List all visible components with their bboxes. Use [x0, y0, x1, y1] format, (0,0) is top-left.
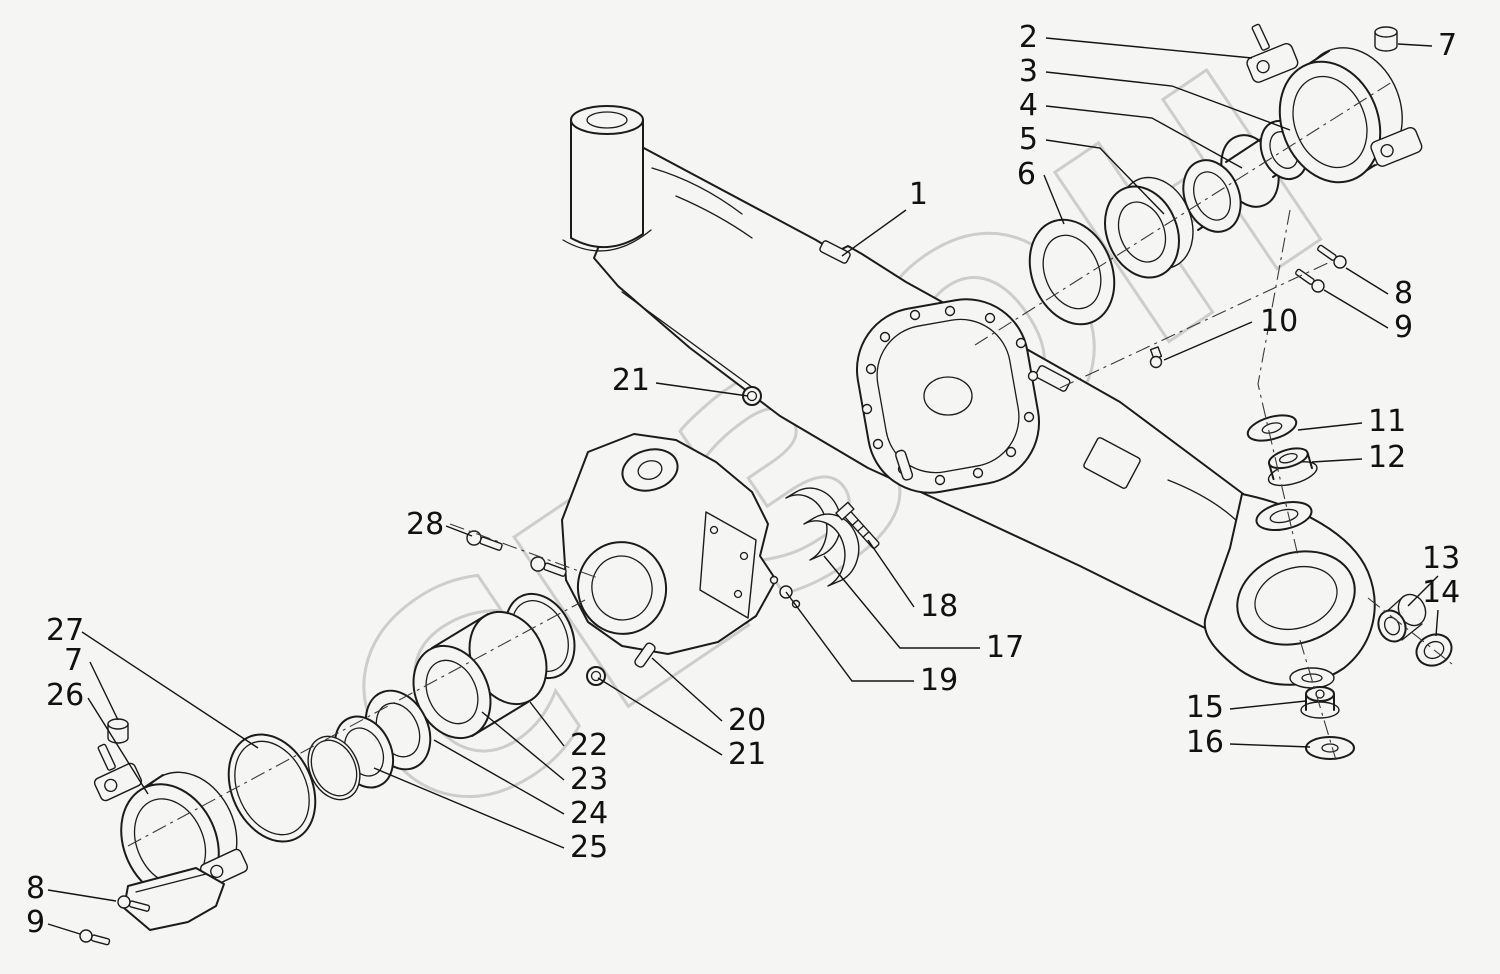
- mounting-plate: [1083, 437, 1141, 489]
- leader-9-left: [47, 923, 81, 935]
- leader-26: [87, 697, 149, 795]
- callout-12: 12: [1368, 440, 1406, 475]
- callout-27: 27: [46, 613, 84, 648]
- callout-18: 18: [920, 589, 958, 624]
- differential-opening: [855, 298, 1041, 494]
- leader-25: [373, 767, 565, 849]
- bracket-bolt: [530, 556, 567, 577]
- callout-4: 4: [1019, 88, 1038, 123]
- callout-23: 23: [570, 762, 608, 797]
- watermark: СЕЗОН: [284, 4, 1388, 897]
- callout-13: 13: [1422, 541, 1460, 576]
- callout-9-right: 9: [1394, 310, 1413, 345]
- leader-4: [1045, 105, 1243, 169]
- callout-7-right: 7: [1438, 28, 1457, 63]
- leader-19: [785, 591, 914, 682]
- leader-23: [481, 711, 565, 781]
- right-steering-knuckle: [1203, 493, 1376, 689]
- part-21-nut-lower: [586, 666, 606, 686]
- leader-27: [81, 631, 259, 749]
- assembly-axes: [127, 81, 1453, 847]
- leader-13: [1407, 575, 1439, 607]
- callout-25: 25: [570, 830, 608, 865]
- leader-lines: [47, 37, 1439, 935]
- callout-21-upper: 21: [612, 363, 650, 398]
- left-yoke: [562, 105, 652, 252]
- callout-labels: 1 2 3 4 5 6 7 8 9 10 11 12 13 14 15 16 1…: [26, 20, 1460, 940]
- part-8-bolt-right: [1317, 244, 1347, 269]
- snap-ring: [307, 735, 361, 801]
- leader-24: [433, 739, 565, 815]
- part-8-bolt-left: [117, 895, 151, 912]
- leader-3: [1045, 71, 1291, 131]
- leader-11: [1297, 422, 1363, 431]
- part-11-washer: [1246, 414, 1298, 442]
- part-10-grease-fitting: [1149, 346, 1163, 369]
- part-7-cap-nut-left: [107, 718, 129, 744]
- part-12-bushing: [1267, 447, 1318, 487]
- part-17-bearing-cap: [785, 487, 860, 587]
- callout-21-lower: 21: [728, 737, 766, 772]
- callout-9-left: 9: [26, 905, 45, 940]
- leader-7-right: [1397, 43, 1433, 47]
- callout-1: 1: [909, 177, 928, 212]
- leader-8-right: [1345, 267, 1389, 295]
- leader-18: [867, 539, 915, 608]
- part-23-sleeve: [412, 610, 548, 740]
- part-27-gasket-ring: [227, 733, 317, 843]
- callout-16: 16: [1186, 725, 1224, 760]
- callout-3: 3: [1019, 54, 1038, 89]
- leader-16: [1229, 743, 1311, 748]
- part-16-washer: [1305, 736, 1355, 760]
- callout-2: 2: [1019, 20, 1038, 55]
- part-13-bushing: [1377, 593, 1427, 643]
- leader-17: [823, 555, 980, 649]
- leader-5: [1045, 139, 1165, 215]
- part-5-collar-ring: [1104, 176, 1194, 279]
- callout-6: 6: [1017, 157, 1036, 192]
- dowel-pin: [895, 449, 914, 481]
- callout-11: 11: [1368, 404, 1406, 439]
- callout-20: 20: [728, 703, 766, 738]
- leader-1: [841, 209, 907, 257]
- part-9-bolt-right: [1295, 268, 1325, 293]
- leader-7-left: [89, 661, 119, 721]
- callout-28: 28: [406, 507, 444, 542]
- part-20-pin: [634, 642, 656, 668]
- part-18-stud: [835, 501, 880, 549]
- callout-7-left: 7: [64, 643, 83, 678]
- leader-22: [529, 701, 565, 747]
- part-15-cap: [1300, 686, 1340, 719]
- leader-6: [1043, 174, 1065, 225]
- callout-15: 15: [1186, 690, 1224, 725]
- leader-9-right: [1323, 289, 1389, 329]
- leader-12: [1311, 458, 1363, 463]
- callout-8-right: 8: [1394, 276, 1413, 311]
- callout-10: 10: [1260, 304, 1298, 339]
- leader-14: [1435, 609, 1439, 637]
- callout-22: 22: [570, 728, 608, 763]
- support-bracket-casting: [561, 433, 777, 655]
- leader-28: [445, 525, 473, 537]
- callout-8-left: 8: [26, 871, 45, 906]
- part-2-bearing-cap-clamp: [1246, 23, 1423, 184]
- callout-14: 14: [1422, 575, 1460, 610]
- leader-21-upper: [655, 382, 749, 397]
- leader-2: [1045, 37, 1253, 59]
- callout-24: 24: [570, 796, 608, 831]
- watermark-text: СЕЗОН: [285, 6, 1386, 896]
- callout-5: 5: [1019, 122, 1038, 157]
- leader-10: [1163, 321, 1253, 361]
- leader-15: [1229, 700, 1307, 710]
- callout-19: 19: [920, 663, 958, 698]
- callout-26: 26: [46, 678, 84, 713]
- leader-21-lower: [597, 677, 723, 756]
- part-7-cap-nut-right: [1374, 26, 1398, 52]
- callout-17: 17: [986, 630, 1024, 665]
- part-6-seal-ring: [1028, 218, 1116, 326]
- part-9-bolt-left: [79, 929, 111, 946]
- leader-8-left: [47, 889, 117, 902]
- leader-20: [651, 657, 723, 722]
